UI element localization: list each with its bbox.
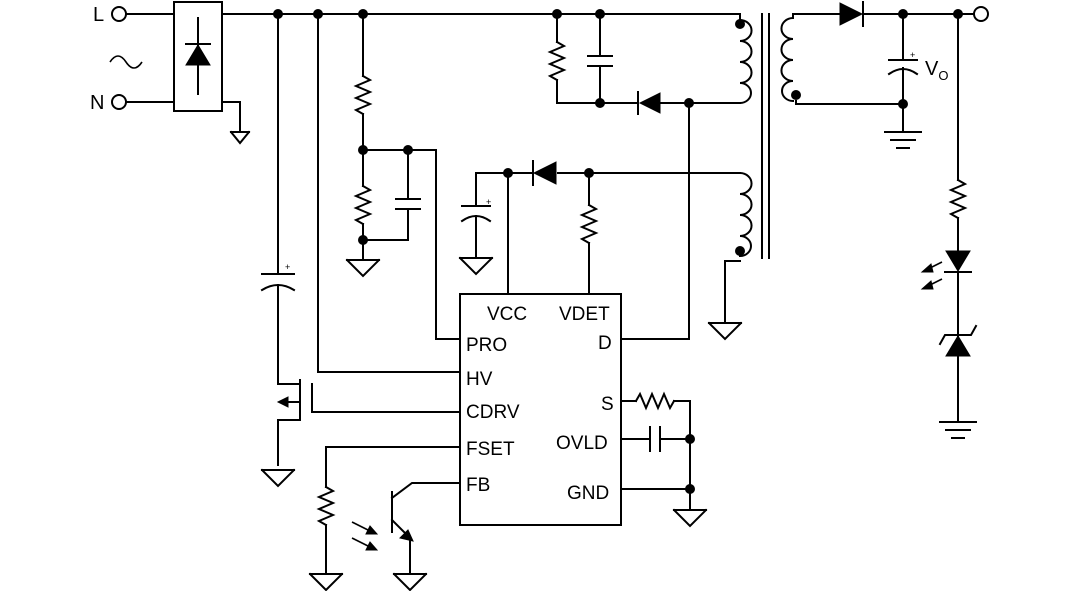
- ground-icon: [229, 130, 251, 145]
- pin-vdet-label: VDET: [559, 304, 610, 325]
- transformer-icon: [735, 13, 801, 259]
- input-terminals: L N: [90, 4, 175, 114]
- ground-icon: [308, 572, 344, 591]
- pin-gnd-label: GND: [567, 483, 609, 504]
- aux-supply: +: [458, 160, 743, 341]
- ground-icon: [939, 421, 977, 439]
- ground-icon: [458, 256, 494, 276]
- terminal-n[interactable]: [111, 94, 127, 110]
- led-icon: [920, 250, 972, 290]
- pin-s-label: S: [601, 394, 614, 415]
- pin-hv-label: HV: [466, 369, 493, 390]
- pin-fb-label: FB: [466, 475, 490, 496]
- svg-text:+: +: [486, 197, 491, 207]
- drain-wire: [620, 102, 690, 340]
- fset-resistor: [308, 446, 461, 591]
- hv-wire: [317, 13, 461, 373]
- terminal-l[interactable]: [111, 6, 127, 22]
- pin-fset-label: FSET: [466, 439, 515, 460]
- output-terminal[interactable]: [973, 6, 989, 22]
- pin-vcc-label: VCC: [487, 304, 527, 325]
- bridge-rectifier-icon: [173, 1, 251, 145]
- ground-icon: [884, 131, 922, 149]
- feedback-chain: [920, 13, 978, 439]
- terminal-l-label: L: [93, 4, 104, 26]
- ground-icon: [672, 508, 708, 528]
- output-voltage-label: VO: [925, 58, 948, 83]
- ground-icon: [260, 468, 296, 488]
- optocoupler-icon: [351, 482, 461, 591]
- pin-pro-label: PRO: [466, 335, 507, 356]
- sense-network: [620, 391, 708, 528]
- ac-source-icon: [109, 55, 143, 69]
- ground-icon: [707, 321, 743, 341]
- pin-d-label: D: [598, 333, 612, 354]
- pin-cdrv-label: CDRV: [466, 402, 520, 423]
- ground-icon: [345, 258, 381, 278]
- polarity-mark: +: [285, 262, 290, 272]
- ground-icon: [392, 572, 428, 591]
- mosfet-icon: [260, 379, 461, 488]
- rcd-snubber: [547, 13, 741, 115]
- pin-ovld-label: OVLD: [556, 433, 608, 454]
- svg-text:+: +: [910, 50, 915, 60]
- controller-ic: VCC VDET PRO D HV S CDRV OVLD FSET FB GN…: [459, 293, 622, 526]
- voltage-divider: [345, 13, 461, 340]
- bulk-capacitor: +: [260, 13, 296, 385]
- secondary-output: + VO: [792, 1, 989, 149]
- terminal-n-label: N: [90, 92, 104, 114]
